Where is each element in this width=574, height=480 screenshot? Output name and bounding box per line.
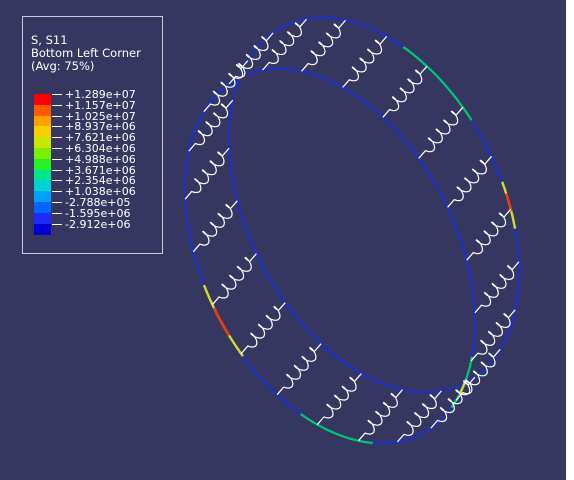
legend-variable: S, S11 bbox=[31, 33, 68, 47]
spring-connector bbox=[203, 60, 249, 113]
spring-connector bbox=[184, 147, 230, 200]
legend-tick-mark bbox=[52, 158, 62, 160]
spring-connector bbox=[466, 208, 512, 261]
legend-tick-mark bbox=[52, 115, 62, 117]
legend-swatch bbox=[34, 223, 51, 235]
spring-connector bbox=[418, 106, 464, 159]
legend-swatch bbox=[34, 94, 51, 106]
legend-tick-label: +1.289e+07 bbox=[65, 88, 136, 101]
spring-connector bbox=[192, 200, 238, 253]
spring-connector bbox=[447, 155, 493, 208]
spring-connector bbox=[430, 376, 476, 429]
legend-tick-mark bbox=[52, 94, 62, 95]
contour-red-left bbox=[212, 307, 231, 337]
legend-tick-mark bbox=[52, 148, 62, 149]
ring-back-edge bbox=[227, 16, 521, 394]
contour-green-lower-left bbox=[300, 413, 373, 444]
spring-connector bbox=[228, 32, 274, 85]
legend-tick-mark bbox=[52, 126, 62, 128]
legend-tick-mark bbox=[52, 180, 62, 182]
spring-connector bbox=[382, 65, 428, 118]
legend-tick-label: +1.038e+06 bbox=[65, 185, 136, 199]
legend-tick-mark bbox=[52, 202, 62, 203]
legend-swatch bbox=[34, 148, 51, 160]
spring-connector bbox=[301, 19, 346, 72]
spring-connector bbox=[396, 390, 442, 443]
legend-averaging: (Avg: 75%) bbox=[31, 59, 95, 73]
legend-tick-mark bbox=[52, 104, 62, 106]
spring-connector bbox=[470, 309, 516, 362]
legend-tick-label: +3.671e+06 bbox=[65, 163, 136, 177]
legend-tick-mark bbox=[52, 212, 62, 214]
legend-tick-label: +7.621e+06 bbox=[65, 131, 136, 145]
contour-legend: S, S11 Bottom Left Corner (Avg: 75%) +1.… bbox=[22, 16, 163, 254]
legend-swatch bbox=[34, 104, 51, 116]
spring-connector bbox=[358, 389, 403, 442]
spring-connector bbox=[211, 253, 257, 306]
spring-connector bbox=[455, 348, 501, 401]
legend-swatch bbox=[34, 191, 51, 203]
legend-swatch bbox=[34, 202, 51, 214]
spring-connector bbox=[188, 99, 234, 152]
legend-tick-mark bbox=[52, 169, 62, 171]
legend-tick-label: +1.157e+07 bbox=[65, 98, 136, 112]
spring-connector bbox=[474, 261, 520, 314]
legend-swatch bbox=[34, 212, 51, 224]
legend-swatch bbox=[34, 180, 51, 192]
legend-tick-mark bbox=[52, 191, 62, 193]
legend-tick-mark bbox=[52, 223, 62, 225]
spring-connector bbox=[276, 343, 322, 396]
ring-band bbox=[183, 16, 521, 445]
legend-tick-label: +8.937e+06 bbox=[65, 120, 136, 134]
contour-green-top bbox=[402, 46, 473, 121]
spring-connector bbox=[316, 373, 362, 425]
legend-tick-label: -2.788e+05 bbox=[65, 196, 131, 209]
legend-tick-label: +1.025e+07 bbox=[65, 109, 136, 123]
legend-swatch bbox=[34, 115, 51, 127]
legend-swatch bbox=[34, 137, 51, 149]
spring-connector bbox=[342, 36, 388, 88]
contour-red-right bbox=[504, 193, 513, 212]
spring-connectors bbox=[184, 18, 520, 443]
legend-tick-label: -2.912e+06 bbox=[65, 217, 131, 231]
legend-tick-mark bbox=[52, 137, 62, 139]
contour-yellow-left bbox=[202, 284, 244, 357]
legend-tick-label: +4.988e+06 bbox=[65, 152, 136, 166]
legend-tick-label: +2.354e+06 bbox=[65, 174, 136, 188]
spring-connector bbox=[262, 18, 308, 71]
ring-front-edge bbox=[183, 67, 477, 445]
legend-swatch bbox=[34, 169, 51, 181]
legend-swatch bbox=[34, 126, 51, 138]
legend-tick-label: -1.595e+06 bbox=[65, 206, 131, 220]
legend-swatch bbox=[34, 158, 51, 170]
spring-connector bbox=[240, 302, 286, 355]
legend-location: Bottom Left Corner bbox=[31, 46, 141, 60]
legend-tick-label: +6.304e+06 bbox=[65, 142, 136, 155]
